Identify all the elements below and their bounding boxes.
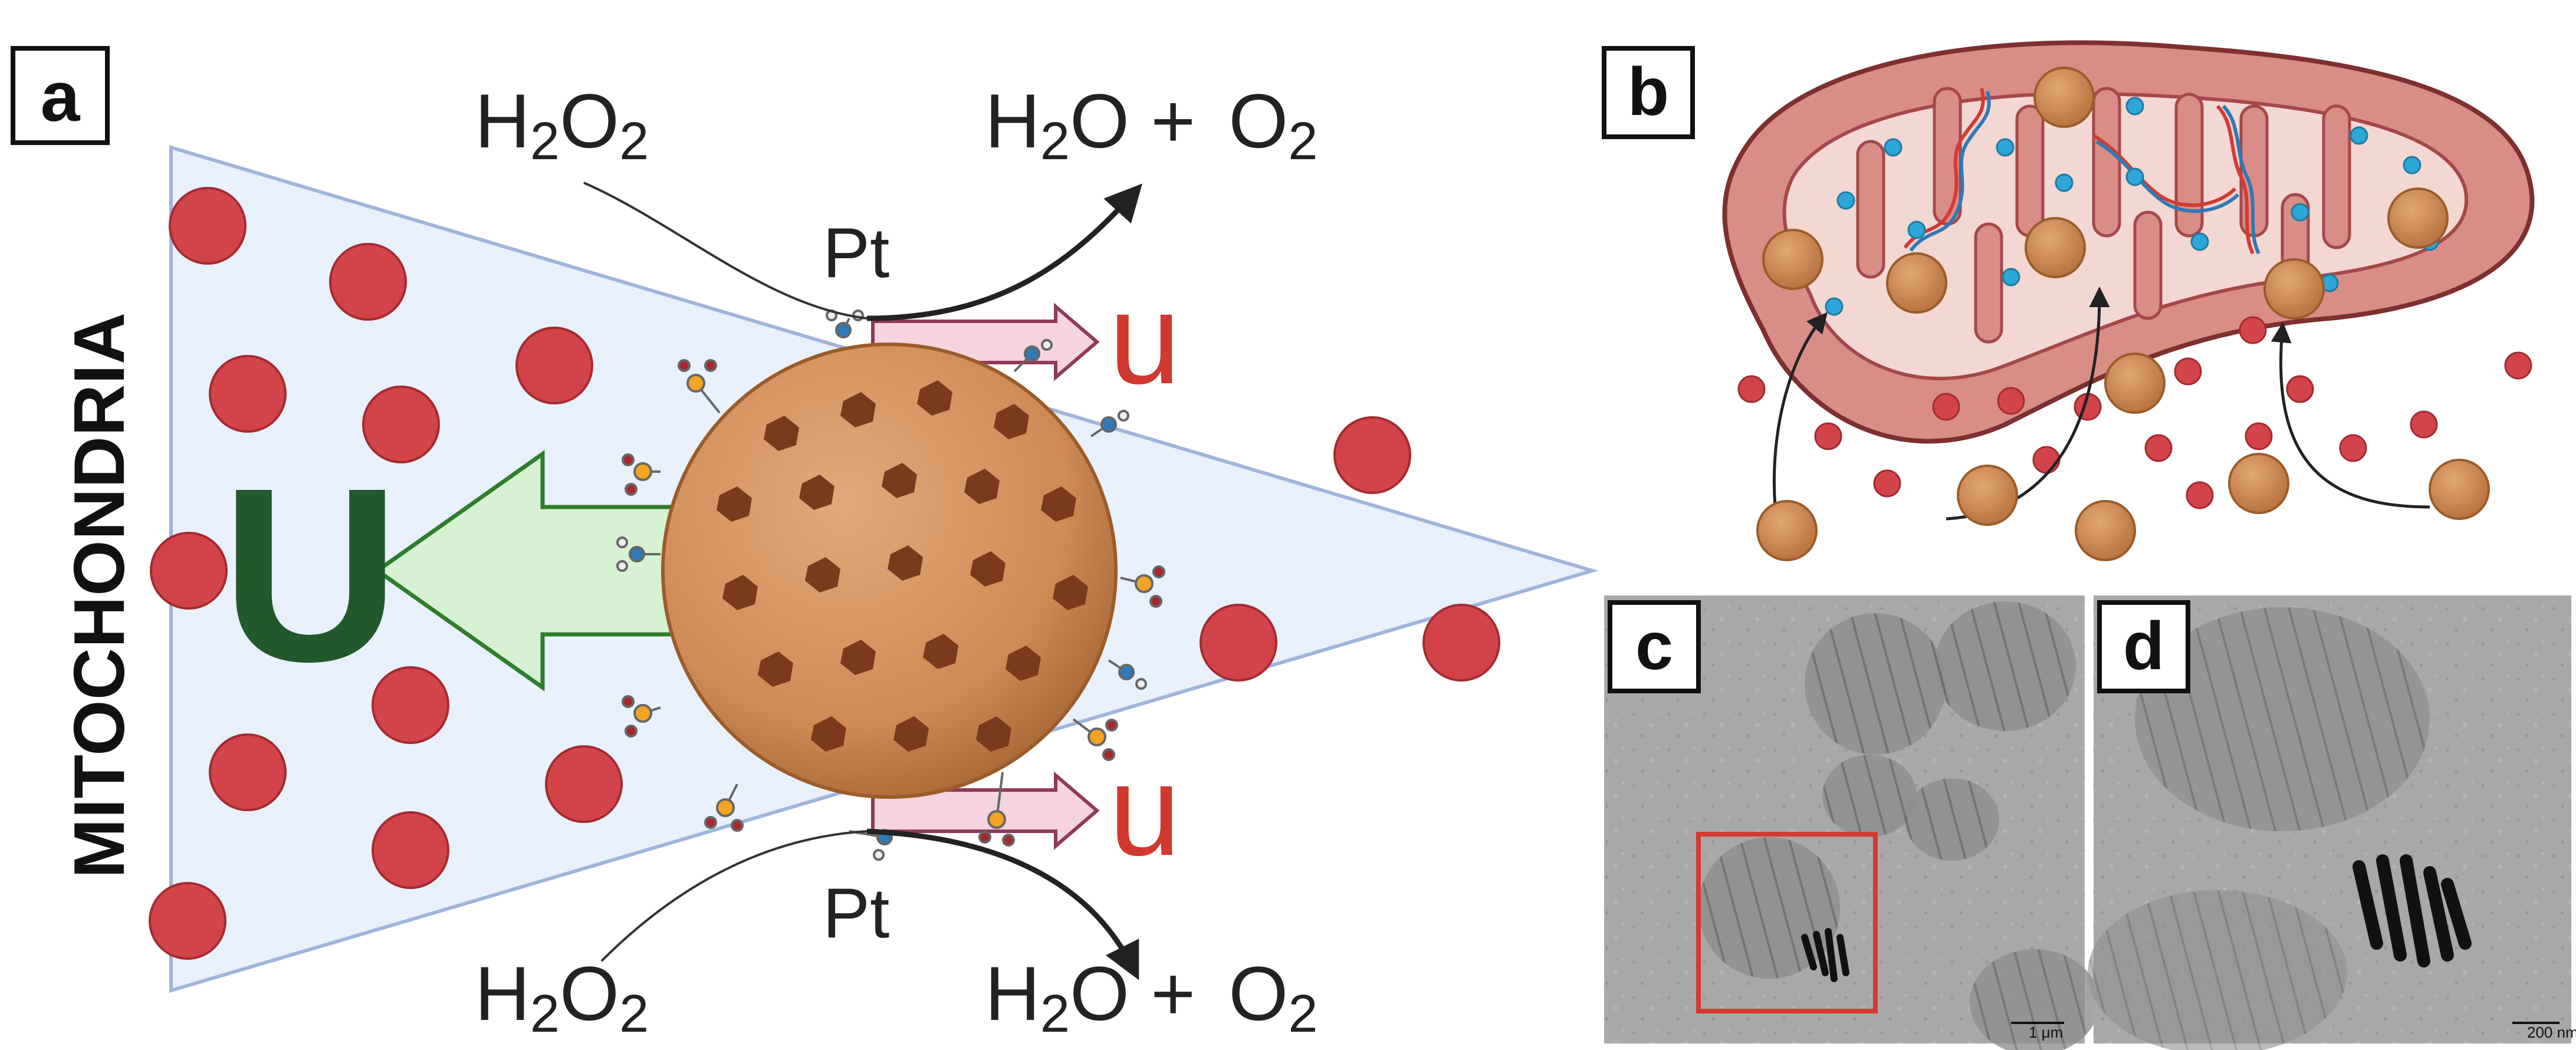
reaction-curve-top-out — [866, 183, 1142, 321]
mitochondria-label: MITOCHONDRIA — [59, 312, 139, 878]
panel-b-nanoparticles — [1756, 67, 2490, 561]
panel-a: H2O2 H2O + O2 Pt H2O2 H2O + O2 Pt U u u … — [11, 46, 1599, 1044]
mtdna-strands — [1903, 88, 2260, 255]
blue-dots — [1825, 97, 2439, 316]
big-U-label: U — [221, 437, 400, 713]
panel-a-label-box — [11, 46, 110, 145]
reaction-curve-bottom-out — [866, 828, 1139, 980]
product-bottom: H2O + O2 — [985, 950, 1317, 1044]
janus-nanoparticle — [661, 343, 1118, 799]
reaction-curve-top-in — [583, 182, 868, 320]
reactant-bottom: H2O2 — [475, 950, 649, 1044]
reactant-top: H2O2 — [475, 78, 649, 171]
nanoparticle-cluster-c — [1801, 928, 1849, 982]
small-u-top: u — [1109, 266, 1181, 411]
panel-c-label: c — [1635, 608, 1673, 684]
nanoparticle-cluster-d — [2352, 854, 2472, 967]
highlight-box — [1696, 832, 1878, 1013]
panel-b-label: b — [1628, 54, 1669, 130]
reaction-curve-bottom-in — [600, 830, 868, 962]
scale-bar-d: 200 nm — [2527, 1023, 2576, 1041]
panel-c: 1 μm c — [1604, 595, 2099, 1050]
panel-b: b — [1602, 40, 2535, 561]
catalyst-top: Pt — [823, 213, 889, 292]
panel-c-label-box — [1608, 600, 1701, 693]
panel-a-label: a — [41, 57, 81, 136]
panel-d: 200 nm d — [2088, 595, 2576, 1050]
small-u-bottom: u — [1109, 738, 1181, 883]
panel-d-label: d — [2123, 608, 2164, 684]
panel-b-label-box — [1602, 46, 1695, 139]
panel-d-label-box — [2097, 600, 2190, 693]
ligands — [616, 310, 1165, 861]
scale-bar-c: 1 μm — [2029, 1023, 2063, 1041]
catalyst-bottom: Pt — [823, 874, 889, 953]
product-top: H2O + O2 — [985, 78, 1317, 171]
red-dots — [149, 187, 1500, 960]
panel-b-red-dots — [1737, 316, 2532, 509]
